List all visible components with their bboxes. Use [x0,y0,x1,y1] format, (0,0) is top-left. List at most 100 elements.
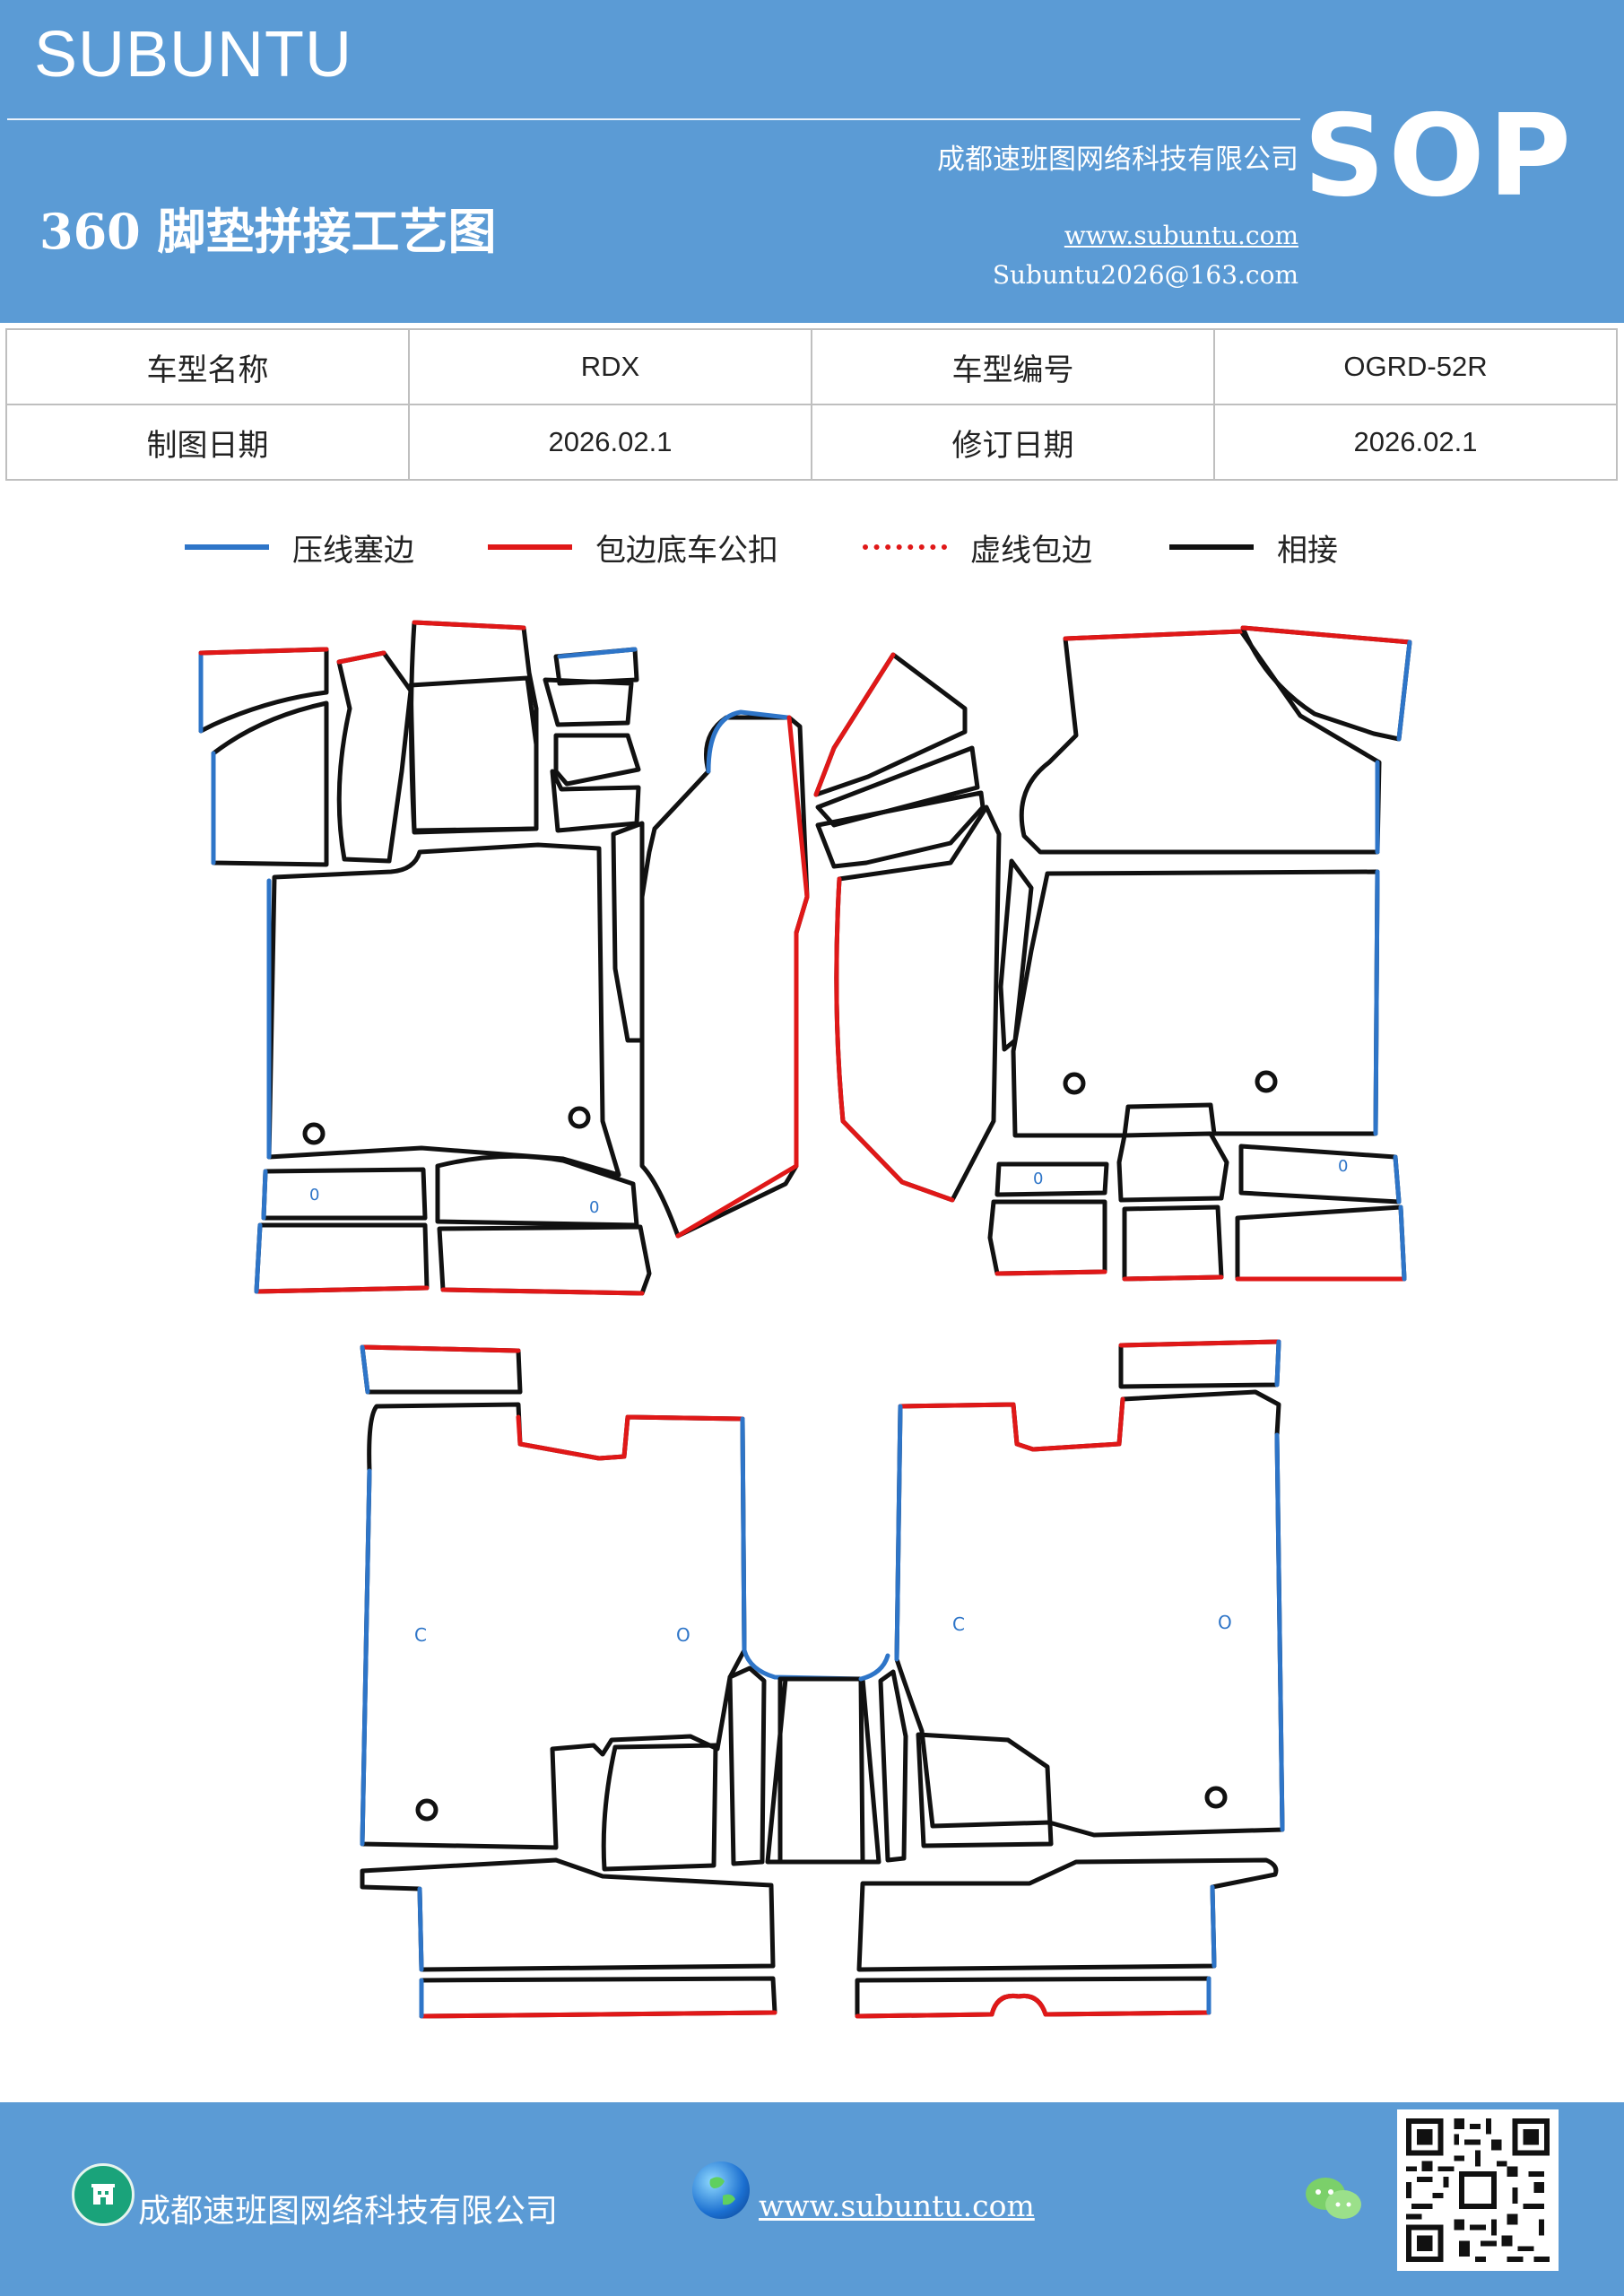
clip-mark: O [1218,1612,1232,1633]
footer-company-name: 成都速班图网络科技有限公司 [138,2193,559,2230]
header-banner: SUBUNTU 成都速班图网络科技有限公司 360 脚垫拼接工艺图 www.su… [0,0,1624,323]
rear-right-mat-group: C O [777,1339,1285,2019]
hole [1255,1070,1278,1093]
qr-code [1397,2109,1559,2271]
mat-piece [336,650,413,864]
mat-piece [435,1153,639,1228]
mat-piece [834,876,955,1203]
mat-piece [360,1857,776,1972]
mat-piece [1063,629,1244,641]
mat-piece [727,1665,767,1866]
driver-mat-group: 0 0 [198,620,810,1296]
globe-icon [692,2161,750,2219]
clip-mark: 0 [1338,1157,1348,1176]
mat-piece [858,1653,890,1682]
table-row: 车型名称 RDX 车型编号 OGRD-52R [5,328,1618,405]
mat-piece [437,1224,652,1296]
draw-date-label: 制图日期 [5,404,410,481]
mat-piece [419,1976,777,2019]
mat-piece [1240,625,1412,645]
mat-piece [254,1285,430,1294]
model-name-value: RDX [408,328,812,405]
clip-mark: 0 [589,1198,599,1217]
mat-piece [1396,639,1412,742]
company-name: 成都速班图网络科技有限公司 [937,144,1298,176]
mat-piece [1235,1205,1407,1282]
revise-date-value: 2026.02.1 [1213,404,1618,481]
mat-piece [266,842,621,1178]
mat-piece [440,1287,645,1296]
hole [568,1106,591,1129]
mat-piece [408,675,539,833]
mat-piece [1122,1205,1224,1282]
table-row: 制图日期 2026.02.1 修订日期 2026.02.1 [5,404,1618,481]
mat-piece [360,1468,372,1847]
website-link[interactable]: www.subuntu.com [1064,221,1298,250]
legend-item-red: 包边底车公扣 [488,520,778,574]
legend-label: 虚线包边 [970,532,1092,569]
wechat-icon[interactable] [1302,2172,1365,2226]
email-address: Subuntu2026@163.com [992,260,1298,290]
mat-piece [742,1648,864,1682]
model-code-label: 车型编号 [811,328,1215,405]
mat-piece [412,620,526,631]
mat-piece [1116,1131,1229,1203]
mat-piece [553,733,641,787]
mat-piece [261,1169,268,1221]
model-name-label: 车型名称 [5,328,410,405]
mat-piece [1393,1154,1402,1205]
vehicle-info-table: 车型名称 RDX 车型编号 OGRD-52R 制图日期 2026.02.1 修订… [5,328,1618,481]
legend: 压线塞边 包边底车公扣 虚线包边 相接 [0,520,1624,574]
legend-swatch-dotted [863,544,947,550]
mat-piece [898,1396,1125,1452]
mat-piece [557,647,638,659]
clip-mark: 0 [309,1186,319,1205]
mat-piece [987,1199,1107,1276]
legend-item-blue: 压线塞边 [185,520,414,574]
legend-label: 包边底车公扣 [595,532,778,569]
mat-piece [1118,1339,1281,1348]
mat-piece [211,700,329,867]
mat-piece [994,1161,1109,1197]
mat-piece [894,1404,903,1662]
passenger-mat-group: 0 0 [813,625,1412,1282]
legend-swatch-blue [185,544,269,550]
mat-piece [254,1222,430,1294]
mat-piece [1210,1884,1217,1969]
mat-piece [1274,1339,1281,1387]
mat-piece [855,1993,1211,2019]
mat-piece [601,1743,718,1872]
hole [1063,1072,1086,1095]
hole [415,1798,439,1822]
mat-piece [777,1676,881,1865]
mat-piece [1011,869,1380,1138]
mat-piece [813,652,968,797]
legend-label: 压线塞边 [292,532,414,569]
mat-piece [419,2010,777,2019]
mat-piece [543,677,634,727]
mat-piece [261,1167,428,1221]
mat-piece [516,1414,745,1461]
hole [302,1122,326,1145]
clip-mark: C [414,1624,427,1646]
clip-mark: 0 [1033,1170,1043,1188]
mat-piece [994,1269,1107,1276]
model-code-value: OGRD-52R [1213,328,1618,405]
footer-website-link[interactable]: www.subuntu.com [759,2188,1035,2223]
legend-item-dotted: 虚线包边 [863,520,1092,574]
mat-piece [706,709,790,774]
mat-piece [417,1886,424,1972]
mat-piece [198,647,329,656]
mat-piece [1373,869,1380,1136]
header-divider [7,118,1300,120]
mat-piece [360,1344,523,1395]
legend-swatch-red [488,544,572,550]
mat-piece [1118,1339,1281,1389]
mat-piece [336,650,386,665]
mat-piece [198,647,329,734]
mat-piece [1019,629,1382,855]
page-title: 360 脚垫拼接工艺图 [39,203,497,260]
mat-piece [740,1416,747,1653]
mat-piece [1274,1432,1285,1832]
